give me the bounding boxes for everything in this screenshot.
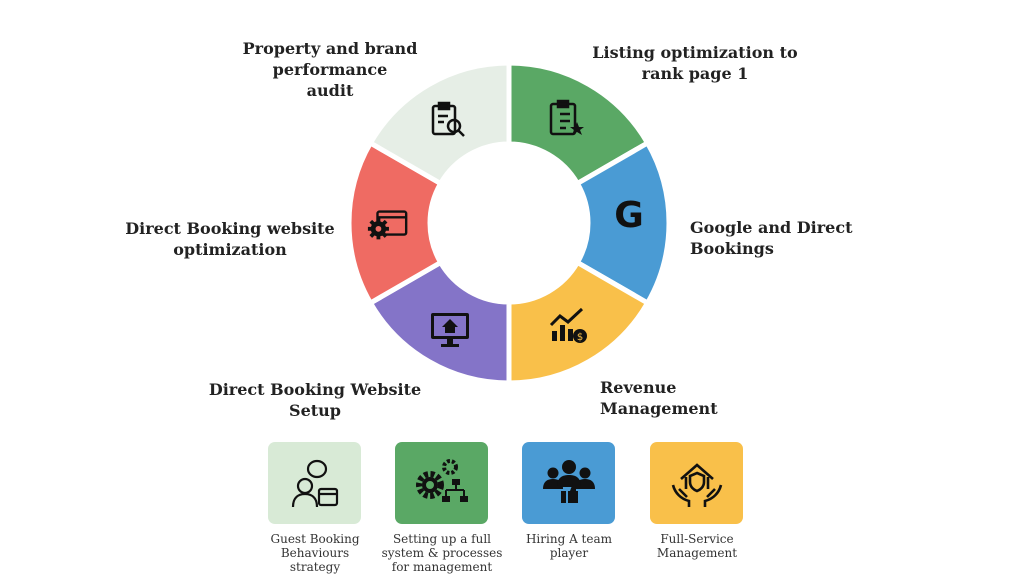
browser-gear-icon [366,203,410,247]
team-thumbs-up-icon [542,460,595,503]
revenue-chart-icon: $ [547,303,591,347]
google-icon: G [614,194,644,236]
monitor-home-icon [428,308,472,352]
svg-text:$: $ [577,332,583,343]
card-hiring [522,442,615,524]
clipboard-search-icon [426,98,470,142]
house-hands-icon [671,463,722,507]
card-full-service [650,442,743,524]
card-system-processes [395,442,488,524]
guest-calendar-icon [291,459,338,508]
label-google: Google and Direct Bookings [690,218,853,258]
label-setup: Direct Booking Website Setup [208,380,422,420]
card-guest-booking [268,442,361,524]
gears-flowchart-icon [415,459,468,502]
clipboard-star-icon [544,96,588,140]
label-revenue: Revenue Management [600,378,718,418]
service-donut [349,63,669,383]
